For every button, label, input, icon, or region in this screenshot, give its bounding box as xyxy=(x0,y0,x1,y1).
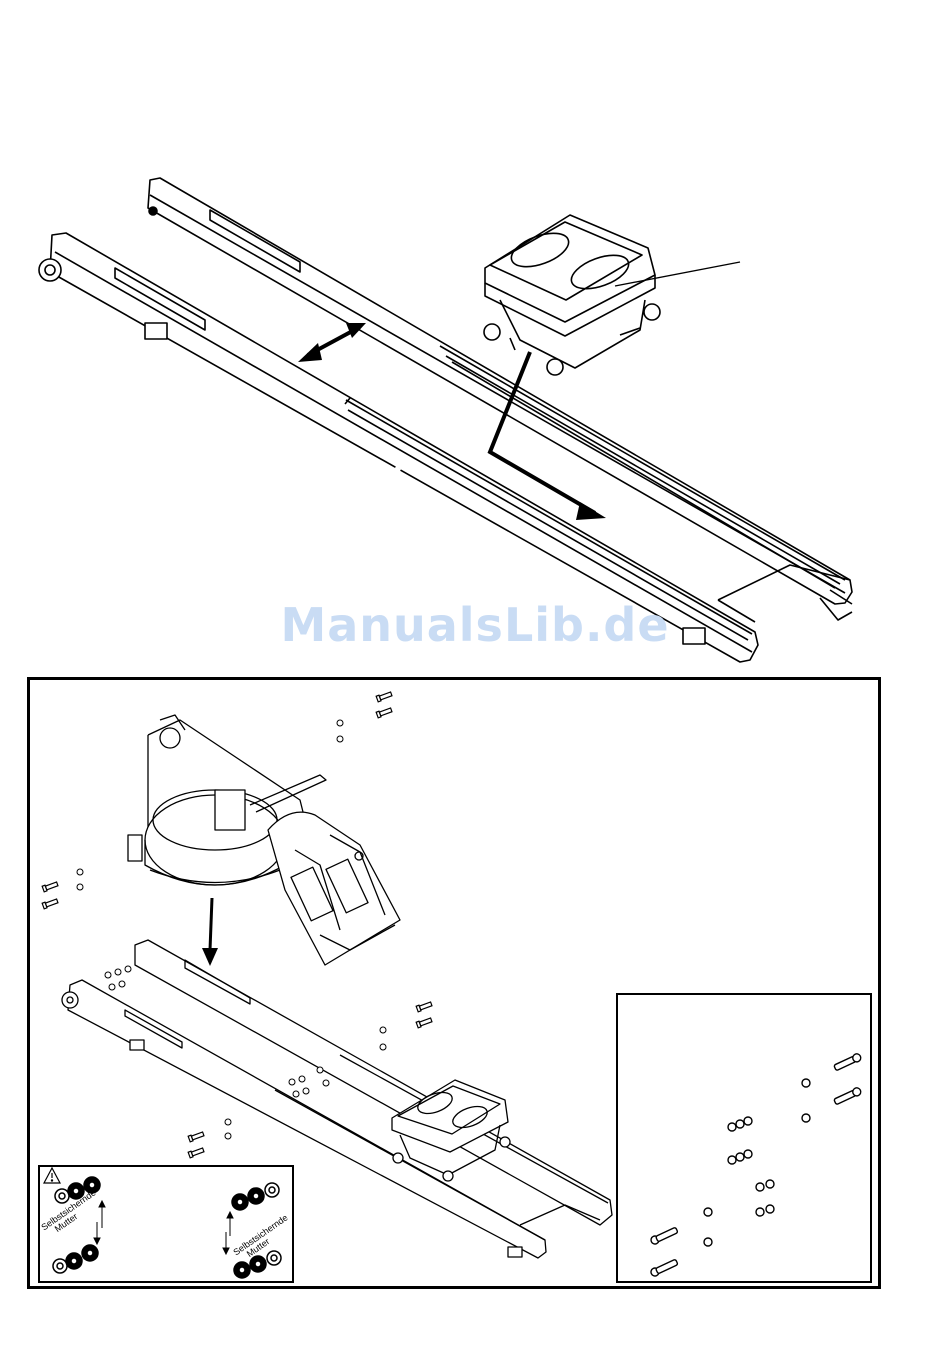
nut-warning-inset xyxy=(38,1165,294,1283)
hardware-inset xyxy=(616,993,872,1283)
footboard xyxy=(268,812,400,965)
install-arrow xyxy=(202,898,218,966)
